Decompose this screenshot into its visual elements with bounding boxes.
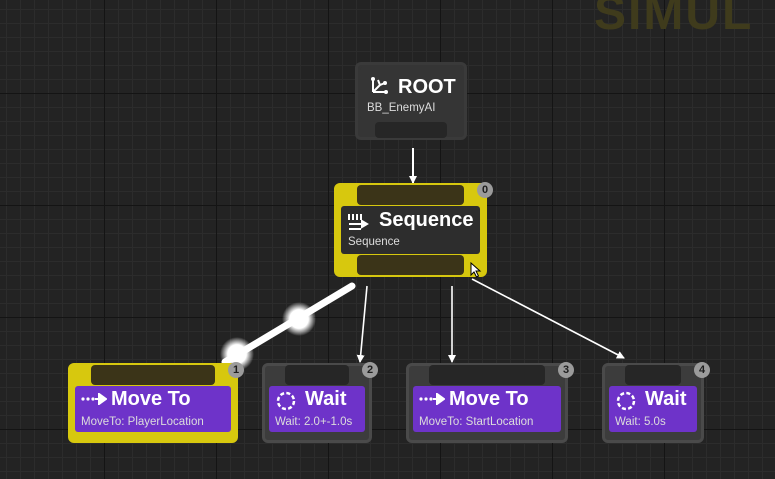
root-body: ROOT BB_EnemyAI xyxy=(360,67,462,119)
task-1-subtitle: MoveTo: PlayerLocation xyxy=(81,416,204,428)
sequence-index-badge: 0 xyxy=(477,182,493,198)
move-to-icon xyxy=(419,393,445,405)
task-1-body: Move To MoveTo: PlayerLocation xyxy=(75,386,231,432)
task-3-index-badge: 3 xyxy=(558,362,574,378)
move-to-icon xyxy=(81,393,107,405)
task-1-input-pin[interactable] xyxy=(91,365,215,385)
task-3-input-pin[interactable] xyxy=(429,365,545,385)
task-2-subtitle: Wait: 2.0+-1.0s xyxy=(275,416,353,428)
task-node-wait-random[interactable]: Wait Wait: 2.0+-1.0s 2 xyxy=(262,362,378,443)
wire-sequence-to-task-2 xyxy=(356,285,368,363)
task-node-move-to-start[interactable]: Move To MoveTo: StartLocation 3 xyxy=(406,362,574,443)
mouse-cursor xyxy=(470,262,482,278)
task-1-title: Move To xyxy=(111,388,191,410)
root-node[interactable]: ROOT BB_EnemyAI xyxy=(355,62,467,140)
sequence-node[interactable]: Sequence Sequence 0 xyxy=(334,182,493,277)
sequence-input-pin[interactable] xyxy=(357,185,464,205)
task-3-subtitle: MoveTo: StartLocation xyxy=(419,416,534,428)
wait-icon xyxy=(276,391,296,411)
task-node-wait-fixed[interactable]: Wait Wait: 5.0s 4 xyxy=(602,362,710,443)
wire-sequence-to-task-4 xyxy=(471,278,625,359)
task-2-body: Wait Wait: 2.0+-1.0s xyxy=(269,386,365,432)
task-4-subtitle: Wait: 5.0s xyxy=(615,416,666,428)
root-icon xyxy=(371,77,388,94)
simulating-watermark: SIMUL xyxy=(594,0,754,40)
sequence-title: Sequence xyxy=(379,209,474,231)
task-4-index-badge: 4 xyxy=(694,362,710,378)
execution-flow-pulse xyxy=(220,337,254,371)
task-4-body: Wait Wait: 5.0s xyxy=(609,386,697,432)
task-2-input-pin[interactable] xyxy=(285,365,349,385)
wait-icon xyxy=(616,391,636,411)
sequence-output-pin[interactable] xyxy=(357,255,464,275)
task-3-body: Move To MoveTo: StartLocation xyxy=(413,386,561,432)
sequence-icon xyxy=(348,214,369,230)
task-4-input-pin[interactable] xyxy=(625,365,681,385)
task-3-title: Move To xyxy=(449,388,529,410)
execution-flow-pulse xyxy=(282,302,316,336)
sequence-subtitle: Sequence xyxy=(348,236,400,248)
root-blackboard-label: BB_EnemyAI xyxy=(367,102,436,114)
task-node-move-to-player[interactable]: Move To MoveTo: PlayerLocation 1 xyxy=(68,362,244,443)
task-2-index-badge: 2 xyxy=(362,362,378,378)
sequence-body: Sequence Sequence xyxy=(341,206,480,254)
task-4-title: Wait xyxy=(645,388,687,410)
task-1-index-badge: 1 xyxy=(228,362,244,378)
root-title: ROOT xyxy=(398,76,456,98)
root-output-pin[interactable] xyxy=(375,122,447,138)
task-2-title: Wait xyxy=(305,388,347,410)
